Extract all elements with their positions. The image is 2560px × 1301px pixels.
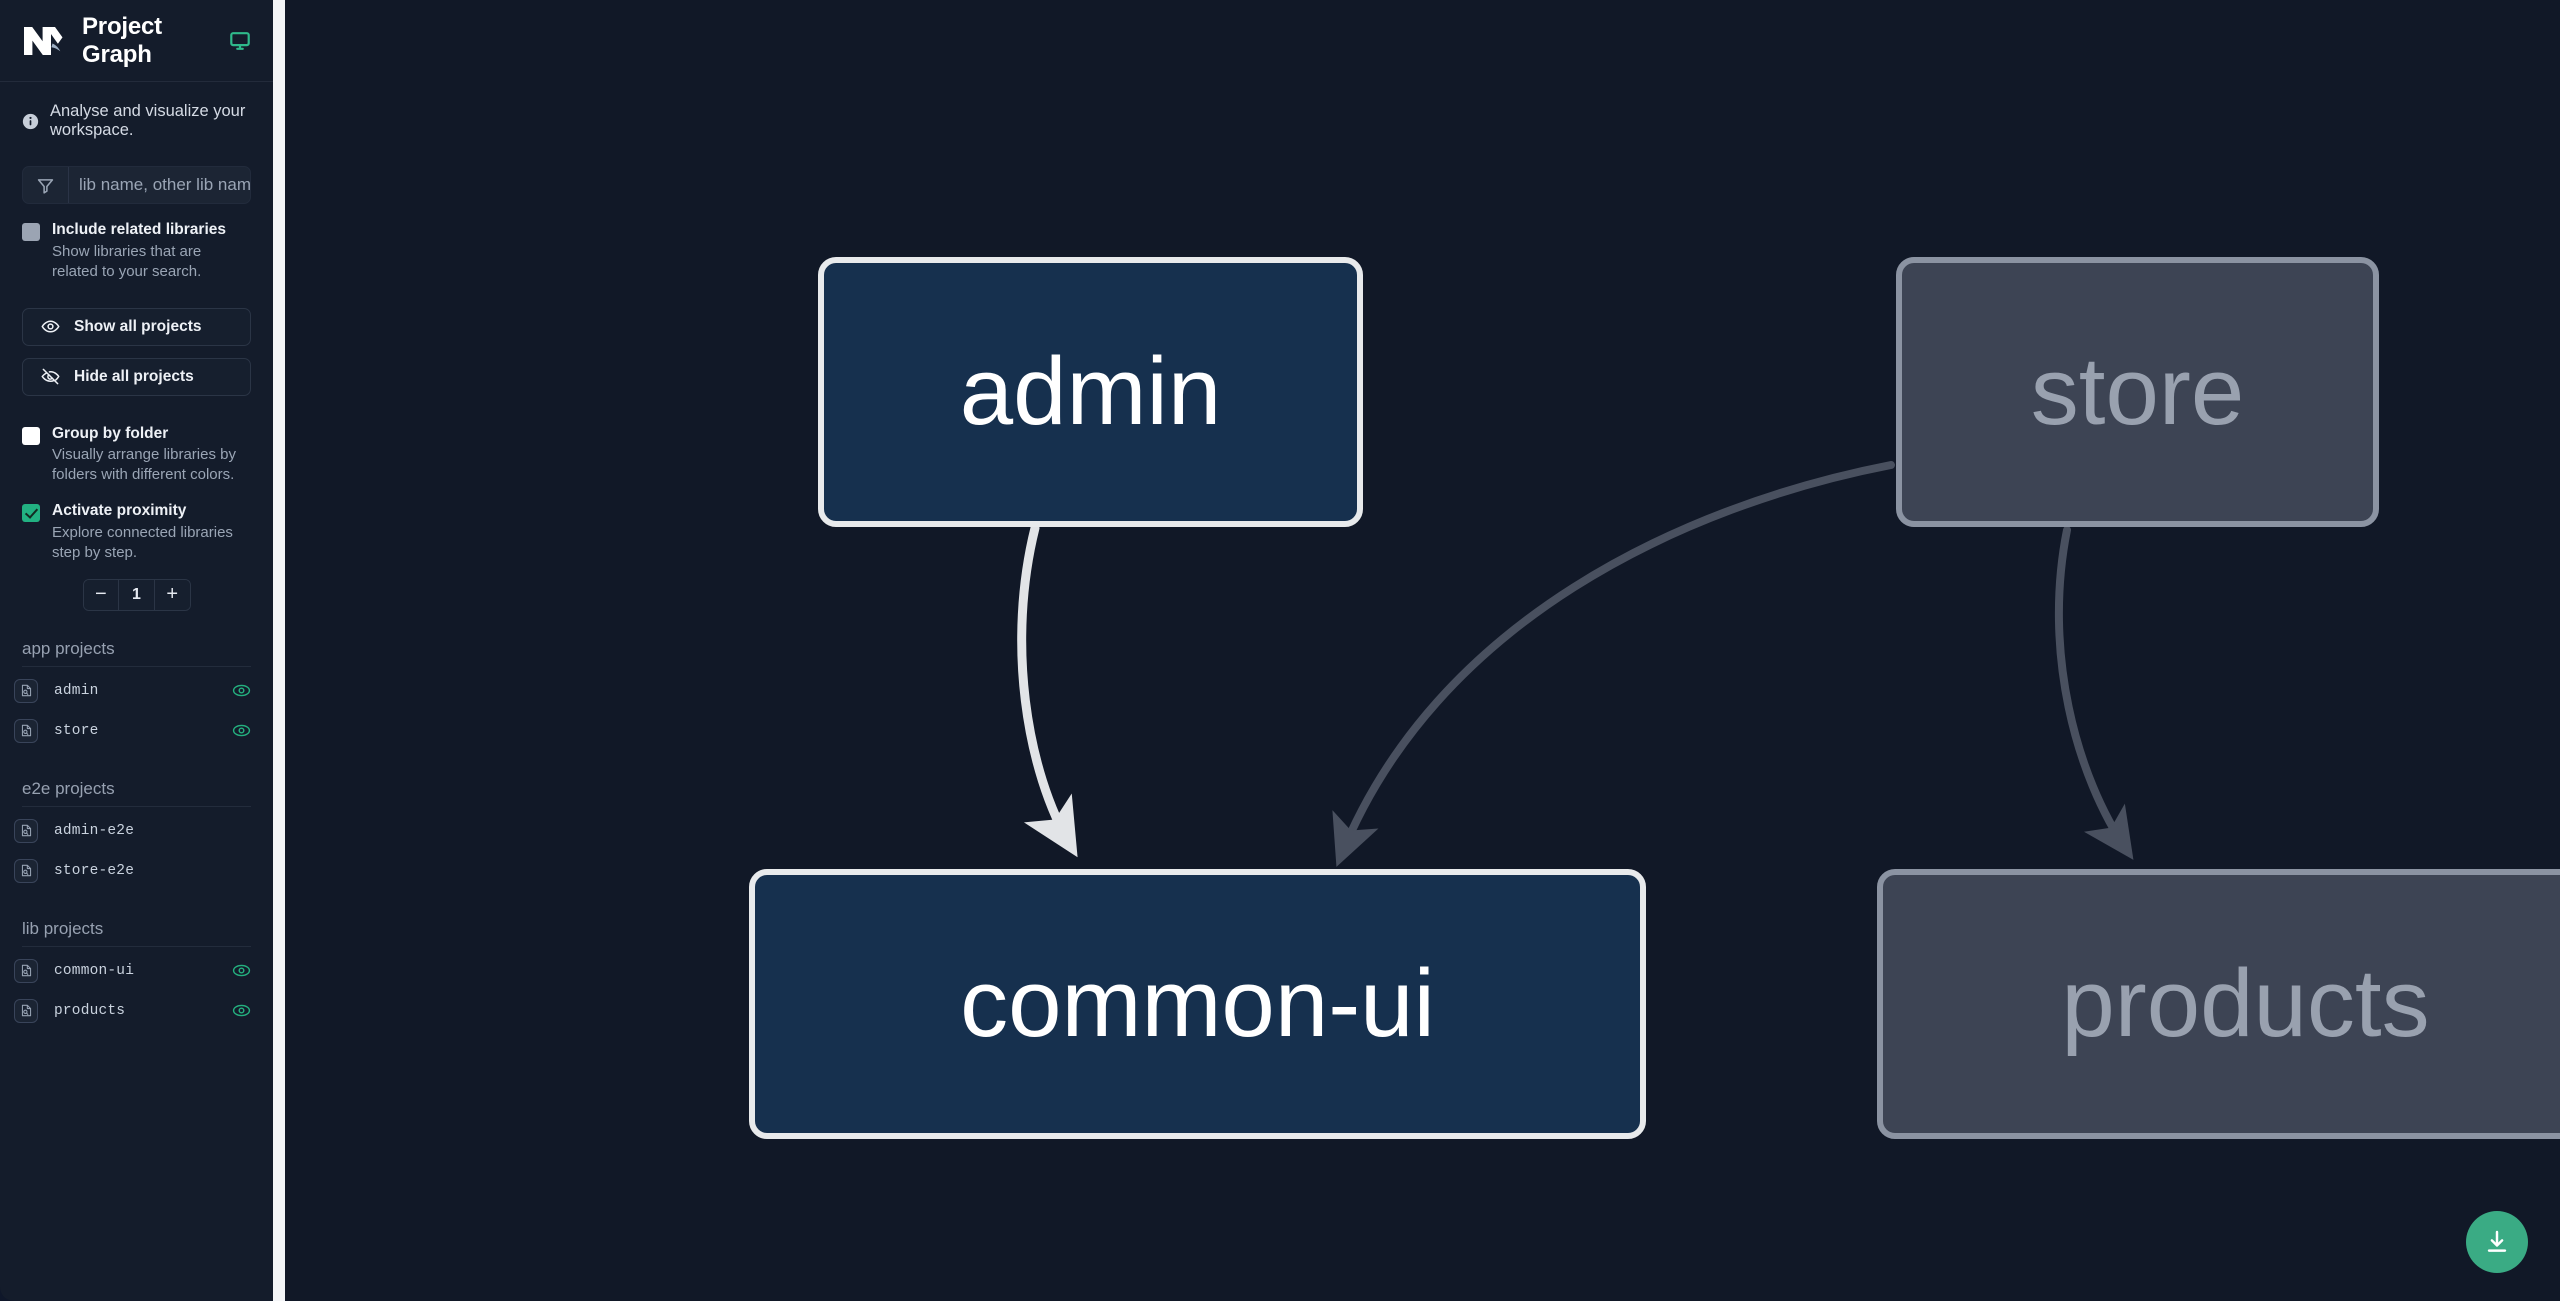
group-by-folder-checkbox[interactable] [22, 426, 40, 445]
project-group-title: lib projects [22, 918, 104, 938]
hide-all-projects-label: Hide all projects [74, 367, 194, 385]
option-activate-proximity[interactable]: Activate proximity Explore connected lib… [0, 485, 273, 563]
eye-visible-icon[interactable] [232, 961, 251, 980]
page-title: Project Graph [82, 12, 162, 68]
sidebar: Project Graph Analyse and visualize your… [0, 0, 273, 1301]
project-name: common-ui [54, 962, 135, 979]
tagline: Analyse and visualize your workspace. [0, 82, 273, 140]
project-file-icon [14, 858, 38, 883]
eye-visible-icon[interactable] [232, 1001, 251, 1020]
graph-node-label: products [2061, 950, 2430, 1057]
show-all-projects-label: Show all projects [74, 317, 202, 335]
option-title: Activate proximity [52, 502, 187, 520]
show-all-projects-button[interactable]: Show all projects [22, 307, 251, 346]
option-include-related-libraries[interactable]: Include related libraries Show libraries… [0, 204, 273, 282]
project-group-e2e: e2e projects admin-e2e store-e2e [0, 779, 273, 891]
proximity-value: 1 [118, 579, 155, 610]
activate-proximity-checkbox[interactable] [22, 504, 40, 523]
project-file-icon [14, 998, 38, 1023]
project-group-title: app projects [22, 638, 115, 658]
project-row-products[interactable]: products [0, 991, 273, 1031]
sidebar-header: Project Graph [0, 0, 273, 82]
eye-visible-icon[interactable] [232, 681, 251, 700]
edge-store-to-common-ui [1332, 461, 1895, 867]
project-name: admin-e2e [54, 822, 135, 839]
option-description: Explore connected libraries step by step… [52, 523, 233, 561]
funnel-filter-icon [23, 167, 69, 203]
project-row-common-ui[interactable]: common-ui [0, 951, 273, 991]
graph-canvas[interactable]: admin store common-ui products [285, 0, 2560, 1301]
download-icon [2487, 1230, 2507, 1252]
proximity-increment-button[interactable]: + [154, 579, 190, 610]
info-icon [22, 113, 39, 130]
project-group-app: app projects admin [0, 639, 273, 751]
eye-placeholder [232, 861, 251, 880]
proximity-stepper[interactable]: − 1 + [82, 578, 191, 611]
divider [22, 945, 251, 947]
graph-node-store[interactable]: store [1896, 257, 2379, 527]
project-row-store[interactable]: store [0, 711, 273, 751]
search-input[interactable] [69, 175, 250, 195]
eye-visible-icon[interactable] [232, 721, 251, 740]
project-group-title: e2e projects [22, 778, 115, 798]
project-row-admin-e2e[interactable]: admin-e2e [0, 811, 273, 851]
divider [22, 665, 251, 667]
project-row-store-e2e[interactable]: store-e2e [0, 851, 273, 891]
graph-node-products[interactable]: products [1877, 869, 2560, 1139]
edge-store-to-products [2054, 526, 2134, 860]
eye-placeholder [232, 821, 251, 840]
project-name: store [54, 722, 99, 739]
project-name: products [54, 1002, 126, 1019]
edge-admin-to-common-ui [1017, 523, 1078, 858]
project-file-icon [14, 818, 38, 843]
graph-node-label: store [2030, 338, 2245, 445]
graph-node-label: admin [959, 338, 1222, 445]
option-description: Visually arrange libraries by folders wi… [52, 446, 236, 484]
option-title: Group by folder [52, 424, 169, 442]
sidebar-resize-divider[interactable] [273, 0, 285, 1301]
graph-node-label: common-ui [960, 950, 1435, 1057]
tagline-text: Analyse and visualize your workspace. [50, 102, 246, 139]
project-group-lib: lib projects common-ui [0, 919, 273, 1031]
proximity-decrement-button[interactable]: − [83, 579, 119, 610]
option-description: Show libraries that are related to your … [52, 242, 202, 280]
project-file-icon [14, 678, 38, 703]
monitor-icon[interactable] [229, 30, 251, 52]
search-bar[interactable] [22, 166, 251, 204]
include-related-libraries-checkbox[interactable] [22, 223, 40, 241]
option-title: Include related libraries [52, 221, 227, 238]
hide-all-projects-button[interactable]: Hide all projects [22, 357, 251, 396]
graph-node-admin[interactable]: admin [818, 257, 1363, 527]
project-file-icon [14, 958, 38, 983]
download-graph-button[interactable] [2466, 1211, 2528, 1273]
project-name: admin [54, 682, 99, 699]
project-file-icon [14, 718, 38, 743]
option-group-by-folder[interactable]: Group by folder Visually arrange librari… [0, 408, 273, 486]
project-name: store-e2e [54, 862, 135, 879]
divider [22, 805, 251, 807]
graph-node-common-ui[interactable]: common-ui [749, 869, 1646, 1139]
graph-edges [1017, 461, 2134, 867]
nx-logo-icon [22, 21, 64, 61]
project-row-admin[interactable]: admin [0, 671, 273, 711]
